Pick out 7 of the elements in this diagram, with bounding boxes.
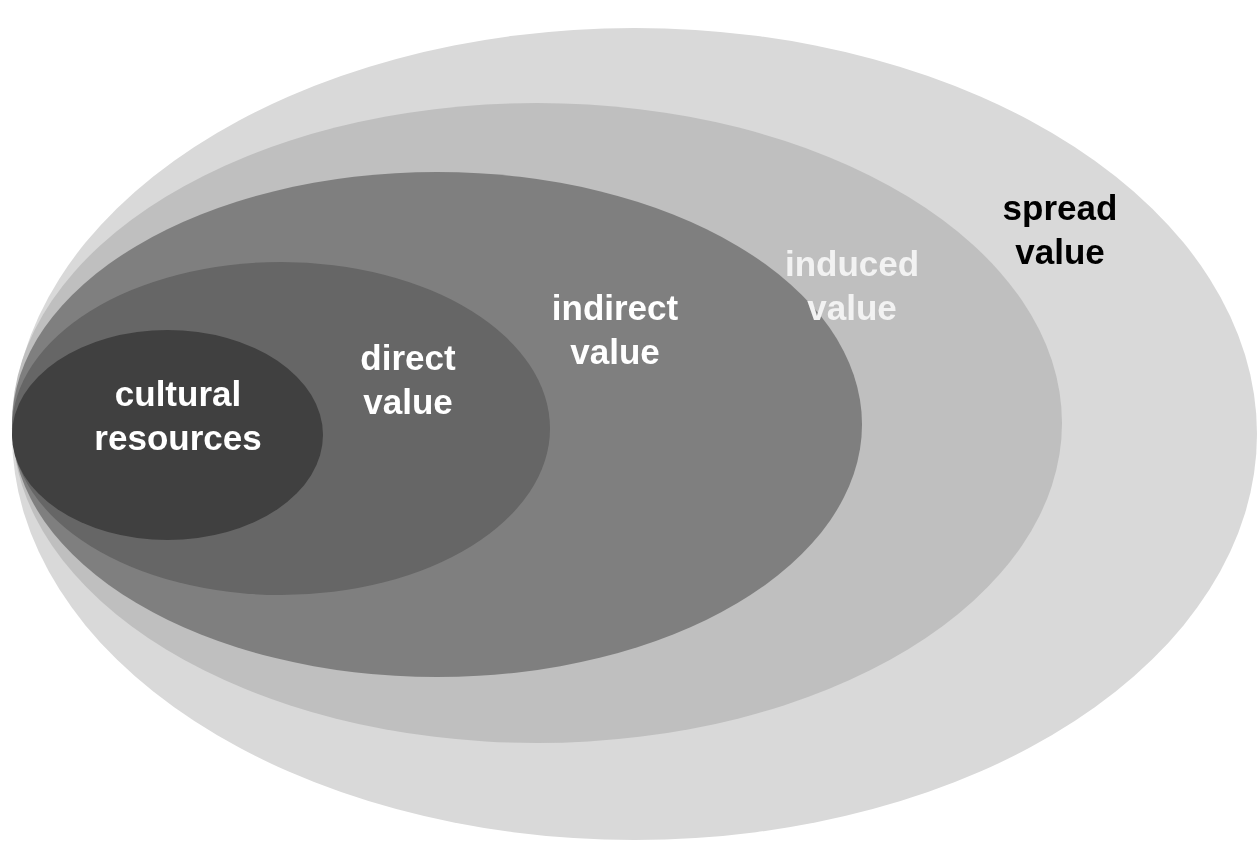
region-label: direct value [359, 337, 457, 423]
region-label: cultural resources [93, 373, 263, 459]
ellipse-region [12, 262, 550, 595]
region-label: spread value [1001, 187, 1119, 273]
ellipse-region [12, 28, 1257, 840]
ellipse-region [12, 330, 323, 540]
region-label: indirect value [550, 287, 680, 373]
